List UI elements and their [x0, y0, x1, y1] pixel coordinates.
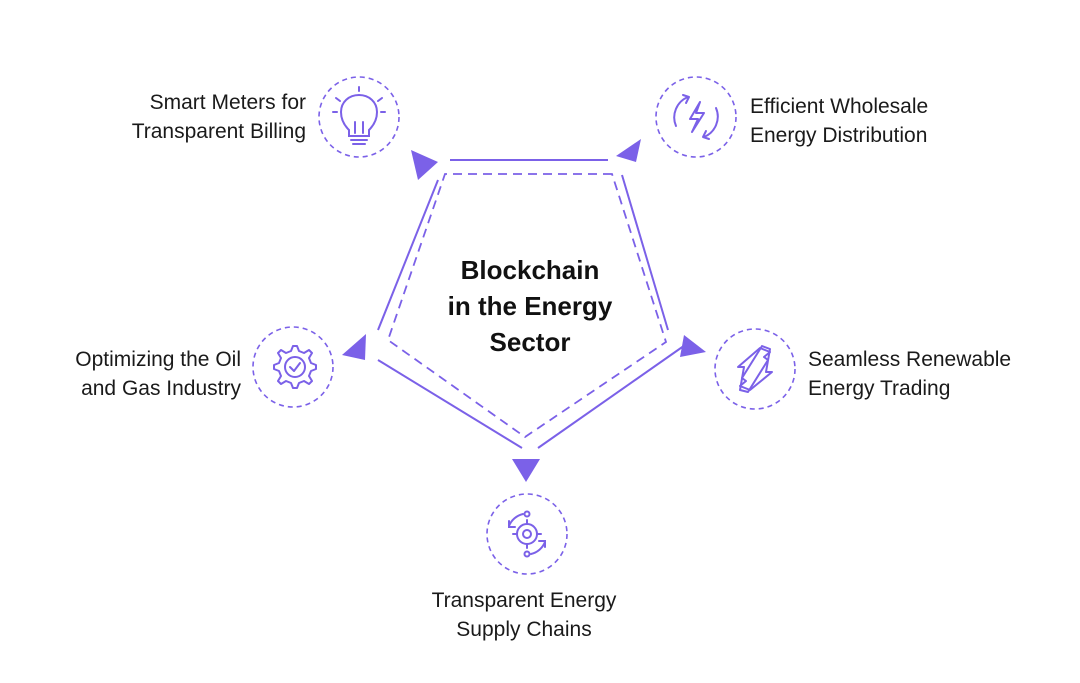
energy-cycle-icon: [673, 94, 719, 140]
label-wholesale: Efficient Wholesale Energy Distribution: [750, 92, 928, 150]
node-circles: [252, 76, 796, 575]
label-oil-gas-line-1: Optimizing the Oil: [75, 348, 241, 371]
gear-cycle-icon: [508, 510, 546, 558]
arrow-to-supply-chains: [512, 459, 540, 482]
node-circle-oil-gas: [252, 326, 334, 408]
label-supply-chains-line-2: Supply Chains: [456, 618, 592, 641]
label-smart-meters-line-2: Transparent Billing: [131, 120, 306, 143]
label-supply-chains-line-1: Transparent Energy: [431, 589, 617, 612]
arrow-to-oil-gas: [342, 334, 366, 360]
node-circle-renewable: [714, 328, 796, 410]
arrow-to-wholesale: [616, 139, 641, 162]
center-title-line-1: Blockchain: [460, 255, 600, 285]
label-wholesale-line-2: Energy Distribution: [750, 124, 928, 147]
label-renewable-line-2: Energy Trading: [808, 377, 951, 400]
label-wholesale-line-1: Efficient Wholesale: [750, 95, 929, 118]
label-oil-gas-line-2: and Gas Industry: [81, 377, 241, 400]
node-circle-smart-meters: [318, 76, 400, 158]
arrow-to-renewable: [680, 335, 706, 357]
center-title-line-2: in the Energy: [447, 291, 613, 321]
label-oil-gas: Optimizing the Oil and Gas Industry: [75, 345, 241, 403]
edge-left-lower: [377, 359, 523, 449]
arrowheads: [342, 139, 706, 482]
label-renewable-trading: Seamless Renewable Energy Trading: [808, 345, 1011, 403]
center-title-line-3: Sector: [489, 327, 571, 357]
edge-right-upper: [621, 174, 669, 331]
center-title: Blockchain in the Energy Sector: [410, 252, 650, 360]
exchange-arrows-icon: [737, 345, 773, 393]
node-circle-supply-chains: [486, 493, 568, 575]
inner-dashed-pentagon: [386, 173, 668, 439]
label-supply-chains: Transparent Energy Supply Chains: [404, 586, 644, 644]
edge-right-lower: [537, 342, 689, 449]
label-smart-meters-line-1: Smart Meters for: [149, 91, 306, 114]
gear-check-icon: [273, 345, 317, 389]
edge-left-upper: [377, 179, 439, 331]
outer-edges: [377, 159, 689, 449]
arrow-to-smart-meters: [411, 150, 438, 180]
lightbulb-icon: [332, 86, 386, 145]
node-circle-wholesale: [655, 76, 737, 158]
label-renewable-line-1: Seamless Renewable: [808, 348, 1012, 371]
label-smart-meters: Smart Meters for Transparent Billing: [132, 88, 306, 146]
